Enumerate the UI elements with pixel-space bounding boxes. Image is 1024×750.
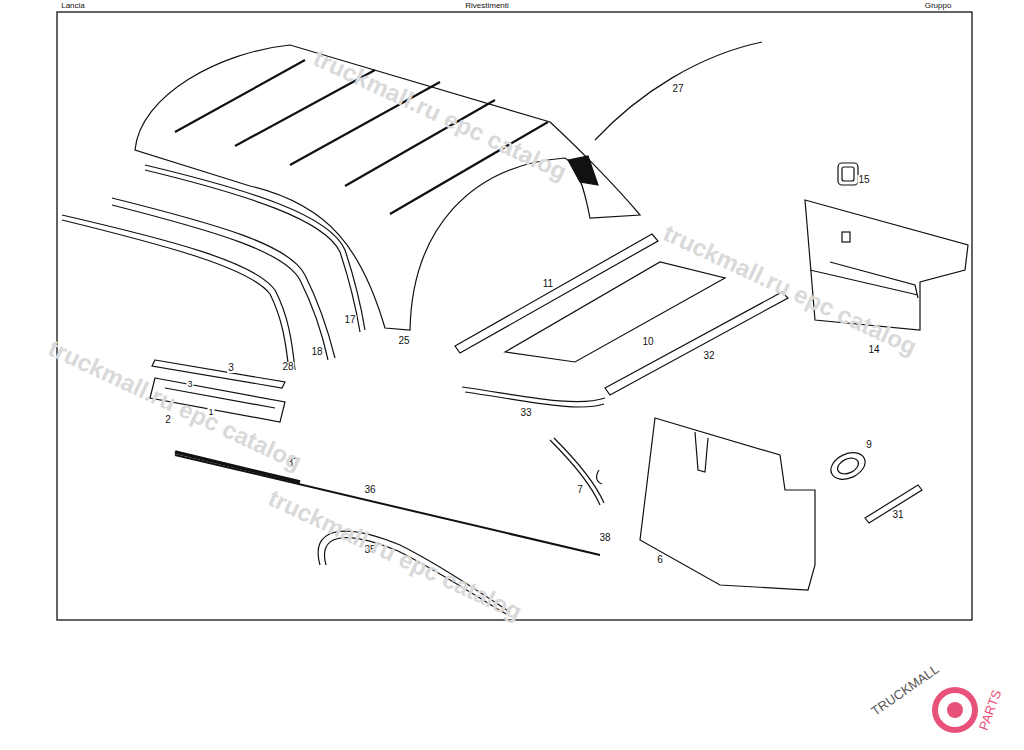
- header-text: Gruppo: [925, 2, 952, 10]
- logo-text: PARTS: [977, 688, 1004, 732]
- callout-number: 36: [363, 485, 376, 495]
- callout-number: 3: [227, 363, 235, 373]
- callout-number: 6: [656, 555, 664, 565]
- logo-text: TRUCKMALL: [869, 662, 941, 718]
- callout-number: 18: [310, 347, 323, 357]
- callout-number: 25: [397, 336, 410, 346]
- callout-number: 14: [867, 345, 880, 355]
- watermark: truckmall.ru epc catalog: [310, 46, 570, 184]
- callout-number: 32: [702, 351, 715, 361]
- callout-number: 31: [891, 510, 904, 520]
- callout-number: 15: [857, 175, 870, 185]
- callout-number: 7: [576, 485, 584, 495]
- callout-number: 38: [598, 533, 611, 543]
- callout-number: 28: [281, 362, 294, 372]
- header-text: Rivestimenti: [465, 2, 509, 10]
- callout-number: 10: [641, 337, 654, 347]
- callout-number: 27: [671, 84, 684, 94]
- callout-number: 11: [542, 279, 554, 289]
- header-text: Lancia: [61, 2, 85, 10]
- callout-number: 17: [343, 315, 356, 325]
- watermark: truckmall.ru epc catalog: [660, 221, 920, 359]
- callout-number: 33: [519, 408, 532, 418]
- callout-number: 9: [865, 440, 873, 450]
- callout-number: 3: [186, 380, 193, 389]
